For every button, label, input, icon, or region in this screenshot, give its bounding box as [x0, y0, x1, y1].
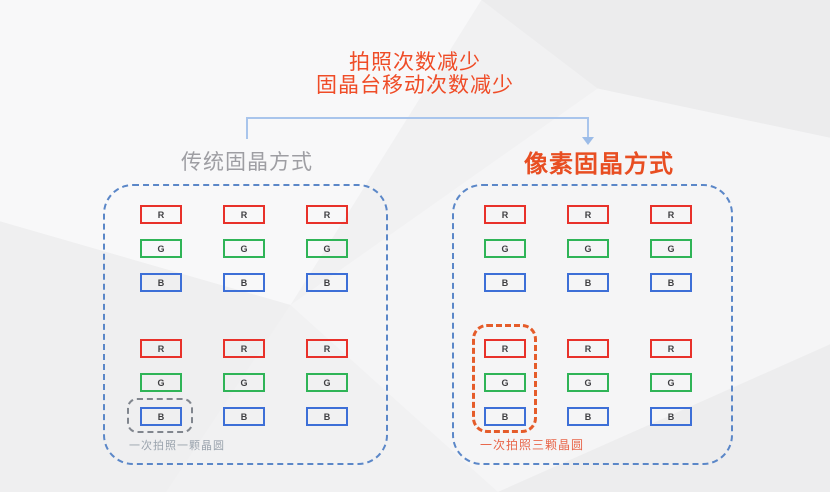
panel-pixel: R R R G G G B B B R R R G G G B B B 一次拍照…: [452, 184, 733, 465]
panel-traditional: R R R G G G B B B R R R G G G B B B 一次拍照…: [103, 184, 388, 465]
die-chip-r: R: [650, 205, 692, 224]
die-chip-b: B: [223, 407, 265, 426]
die-chip-g: G: [223, 373, 265, 392]
die-chip-g: G: [140, 373, 182, 392]
die-chip-g: G: [567, 373, 609, 392]
die-chip-r: R: [306, 205, 348, 224]
die-chip-g: G: [567, 239, 609, 258]
bracket-line-horizontal: [246, 117, 589, 119]
die-chip-g: G: [650, 239, 692, 258]
die-chip-b: B: [484, 273, 526, 292]
arrow-down-icon: [582, 137, 594, 145]
die-chip-b: B: [484, 407, 526, 426]
heading-pixel: 像素固晶方式: [524, 151, 674, 178]
die-chip-g: G: [484, 239, 526, 258]
die-chip-b: B: [223, 273, 265, 292]
die-chip-r: R: [484, 339, 526, 358]
die-chip-r: R: [223, 205, 265, 224]
die-chip-b: B: [306, 407, 348, 426]
caption-single-die: 一次拍照一颗晶圆: [129, 440, 225, 452]
die-chip-b: B: [306, 273, 348, 292]
die-group: R R R G G G B B B: [484, 205, 692, 292]
page-title: 拍照次数减少 固晶台移动次数减少: [0, 51, 830, 97]
die-chip-b: B: [140, 407, 182, 426]
die-group: R R R G G G B B B: [484, 339, 692, 426]
highlight-single-die: [127, 398, 193, 433]
die-chip-r: R: [223, 339, 265, 358]
heading-traditional: 传统固晶方式: [181, 151, 313, 174]
die-chip-g: G: [306, 239, 348, 258]
die-chip-r: R: [650, 339, 692, 358]
die-chip-g: G: [306, 373, 348, 392]
bracket-line-right: [587, 117, 589, 138]
die-chip-b: B: [650, 273, 692, 292]
die-chip-b: B: [650, 407, 692, 426]
die-chip-g: G: [223, 239, 265, 258]
caption-triple-die: 一次拍照三颗晶圆: [480, 438, 585, 452]
die-chip-g: G: [484, 373, 526, 392]
title-line-2: 固晶台移动次数减少: [316, 74, 514, 97]
die-chip-r: R: [140, 205, 182, 224]
die-chip-b: B: [567, 407, 609, 426]
die-chip-b: B: [140, 273, 182, 292]
highlight-triple-die: [472, 324, 537, 433]
die-chip-g: G: [650, 373, 692, 392]
die-chip-r: R: [567, 205, 609, 224]
die-group: R R R G G G B B B: [140, 339, 348, 426]
die-chip-g: G: [140, 239, 182, 258]
die-chip-r: R: [484, 205, 526, 224]
die-chip-r: R: [567, 339, 609, 358]
bracket-line-left: [246, 117, 248, 139]
die-chip-r: R: [306, 339, 348, 358]
die-chip-r: R: [140, 339, 182, 358]
title-line-1: 拍照次数减少: [349, 51, 481, 74]
die-group: R R R G G G B B B: [140, 205, 348, 292]
die-chip-b: B: [567, 273, 609, 292]
